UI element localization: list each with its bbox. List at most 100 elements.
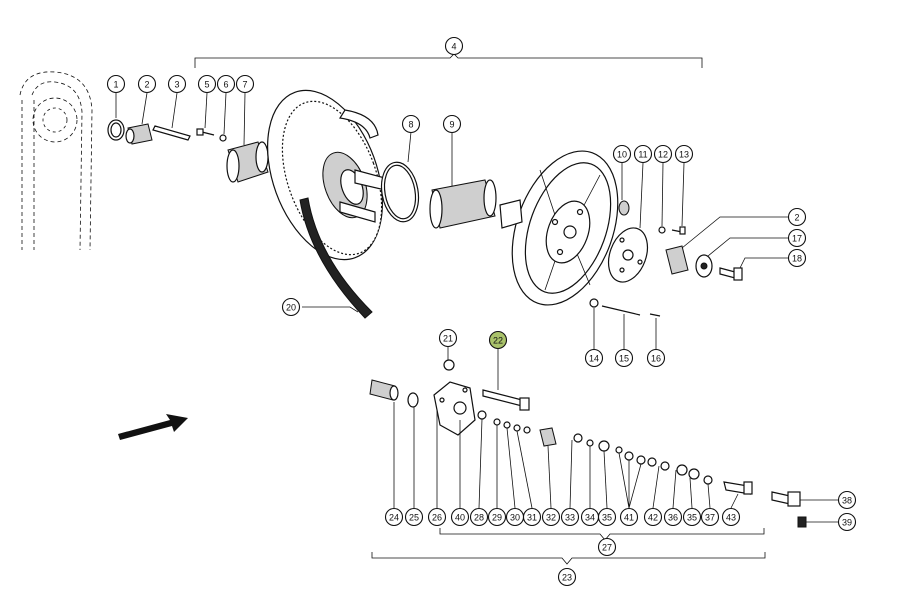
callout-circle <box>787 248 807 268</box>
callout-circle <box>682 507 702 527</box>
callout-number: 22 <box>493 336 503 346</box>
callout-c35: 35 <box>597 507 617 527</box>
callout-number: 35 <box>687 513 697 523</box>
callout-circle <box>653 144 673 164</box>
part-2-bushing <box>125 123 153 145</box>
callout-c10: 10 <box>612 144 632 164</box>
callout-c32: 32 <box>541 507 561 527</box>
bracket-group-4 <box>194 53 703 68</box>
callout-circle <box>597 537 617 557</box>
callout-c35b: 35 <box>682 507 702 527</box>
callout-c23: 23 <box>557 567 577 587</box>
callout-c41: 41 <box>619 507 639 527</box>
callout-number: 15 <box>619 354 629 364</box>
callout-circle <box>584 348 604 368</box>
callout-circle <box>235 74 255 94</box>
callout-c34: 34 <box>580 507 600 527</box>
callout-c38: 38 <box>837 490 857 510</box>
callout-c8: 8 <box>401 114 421 134</box>
callout-c2b: 2 <box>787 207 807 227</box>
callout-c30: 30 <box>505 507 525 527</box>
callout-number: 9 <box>449 120 454 130</box>
callout-circle <box>106 74 126 94</box>
callout-c7: 7 <box>235 74 255 94</box>
callout-number: 28 <box>474 513 484 523</box>
callout-c36: 36 <box>663 507 683 527</box>
callout-circle <box>137 74 157 94</box>
callout-number: 27 <box>602 543 612 553</box>
callout-c33: 33 <box>560 507 580 527</box>
part-1-ring <box>107 119 125 141</box>
callout-c31: 31 <box>522 507 542 527</box>
callout-circle <box>787 228 807 248</box>
callout-number: 21 <box>443 334 453 344</box>
callout-circle <box>837 512 857 532</box>
callout-number: 35 <box>602 513 612 523</box>
callout-c4: 4 <box>444 36 464 56</box>
part-2-bushing-right <box>665 245 689 275</box>
callout-circle <box>487 507 507 527</box>
callout-number: 20 <box>286 303 296 313</box>
callout-c16: 16 <box>646 348 666 368</box>
callout-number: 6 <box>223 80 228 90</box>
callout-number: 12 <box>658 150 668 160</box>
bracket-group-27 <box>439 528 765 541</box>
callout-circle <box>612 144 632 164</box>
callout-number: 14 <box>589 354 599 364</box>
callout-number: 1 <box>113 80 118 90</box>
callout-circle <box>614 348 634 368</box>
callout-number: 4 <box>451 42 456 52</box>
callout-c6: 6 <box>216 74 236 94</box>
part-15-rod <box>601 305 641 316</box>
callout-number: 7 <box>242 80 247 90</box>
callout-c25: 25 <box>404 507 424 527</box>
callout-number: 5 <box>204 80 209 90</box>
part-3-pin <box>152 125 191 141</box>
callout-c5: 5 <box>197 74 217 94</box>
callout-number: 10 <box>617 150 627 160</box>
callout-circle <box>427 507 447 527</box>
callout-circle <box>837 490 857 510</box>
direction-arrow-icon <box>118 414 188 440</box>
part-25-ring <box>407 392 419 408</box>
callout-circle <box>216 74 236 94</box>
callout-number: 17 <box>792 234 802 244</box>
part-9-sleeve <box>429 179 497 229</box>
callout-number: 36 <box>668 513 678 523</box>
callout-c29: 29 <box>487 507 507 527</box>
callout-circle <box>488 330 508 350</box>
callout-circle <box>469 507 489 527</box>
callout-c11: 11 <box>633 144 653 164</box>
callout-c27: 27 <box>597 537 617 557</box>
callout-c9: 9 <box>442 114 462 134</box>
part-20-toothed-belt-pulley <box>267 89 386 319</box>
callout-number: 25 <box>409 513 419 523</box>
existing-belt-drawing <box>19 71 93 251</box>
callout-circle <box>404 507 424 527</box>
callout-c18: 18 <box>787 248 807 268</box>
callout-number: 16 <box>651 354 661 364</box>
callout-number: 13 <box>679 150 689 160</box>
v-belt-pulley <box>499 150 619 306</box>
callout-circle <box>450 507 470 527</box>
part-8-ring <box>380 161 420 223</box>
callout-number: 41 <box>624 513 634 523</box>
callout-circle <box>197 74 217 94</box>
callout-number: 43 <box>726 513 736 523</box>
callout-number: 23 <box>562 573 572 583</box>
callout-circle <box>663 507 683 527</box>
callout-number: 38 <box>842 496 852 506</box>
callout-c37: 37 <box>700 507 720 527</box>
callout-number: 11 <box>638 150 647 160</box>
callout-number: 34 <box>585 513 595 523</box>
part-11-plate <box>607 227 649 283</box>
callout-c12: 12 <box>653 144 673 164</box>
part-26-housing <box>433 381 476 436</box>
callout-c14: 14 <box>584 348 604 368</box>
callout-number: 3 <box>174 80 179 90</box>
callout-c26: 26 <box>427 507 447 527</box>
callout-number: 18 <box>792 254 802 264</box>
callout-c17: 17 <box>787 228 807 248</box>
callout-circle <box>401 114 421 134</box>
